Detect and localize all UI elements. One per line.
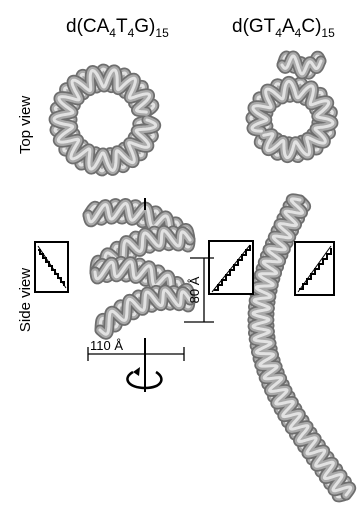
title-right-sequence: d(GT4A4C)15 — [232, 16, 335, 40]
row-label-top-view: Top view — [17, 96, 34, 155]
row-label-side-view: Side view — [17, 268, 34, 332]
dimension-height-label: 80 Å — [187, 276, 202, 303]
contact-map-box-left — [35, 242, 68, 292]
side-view-superhelix-left — [88, 204, 190, 335]
superhelix-segment-4-strand-a — [100, 290, 190, 334]
title-left-sequence: d(CA4T4G)15 — [66, 16, 169, 40]
top-view-toroid-left — [54, 69, 156, 171]
contact-map-box-right — [295, 242, 334, 295]
contact-map-box-middle — [209, 241, 253, 294]
top-view-coil-right — [251, 56, 333, 158]
rotation-axis-arrow — [127, 338, 161, 392]
dimension-width-label: 110 Å — [90, 338, 123, 353]
